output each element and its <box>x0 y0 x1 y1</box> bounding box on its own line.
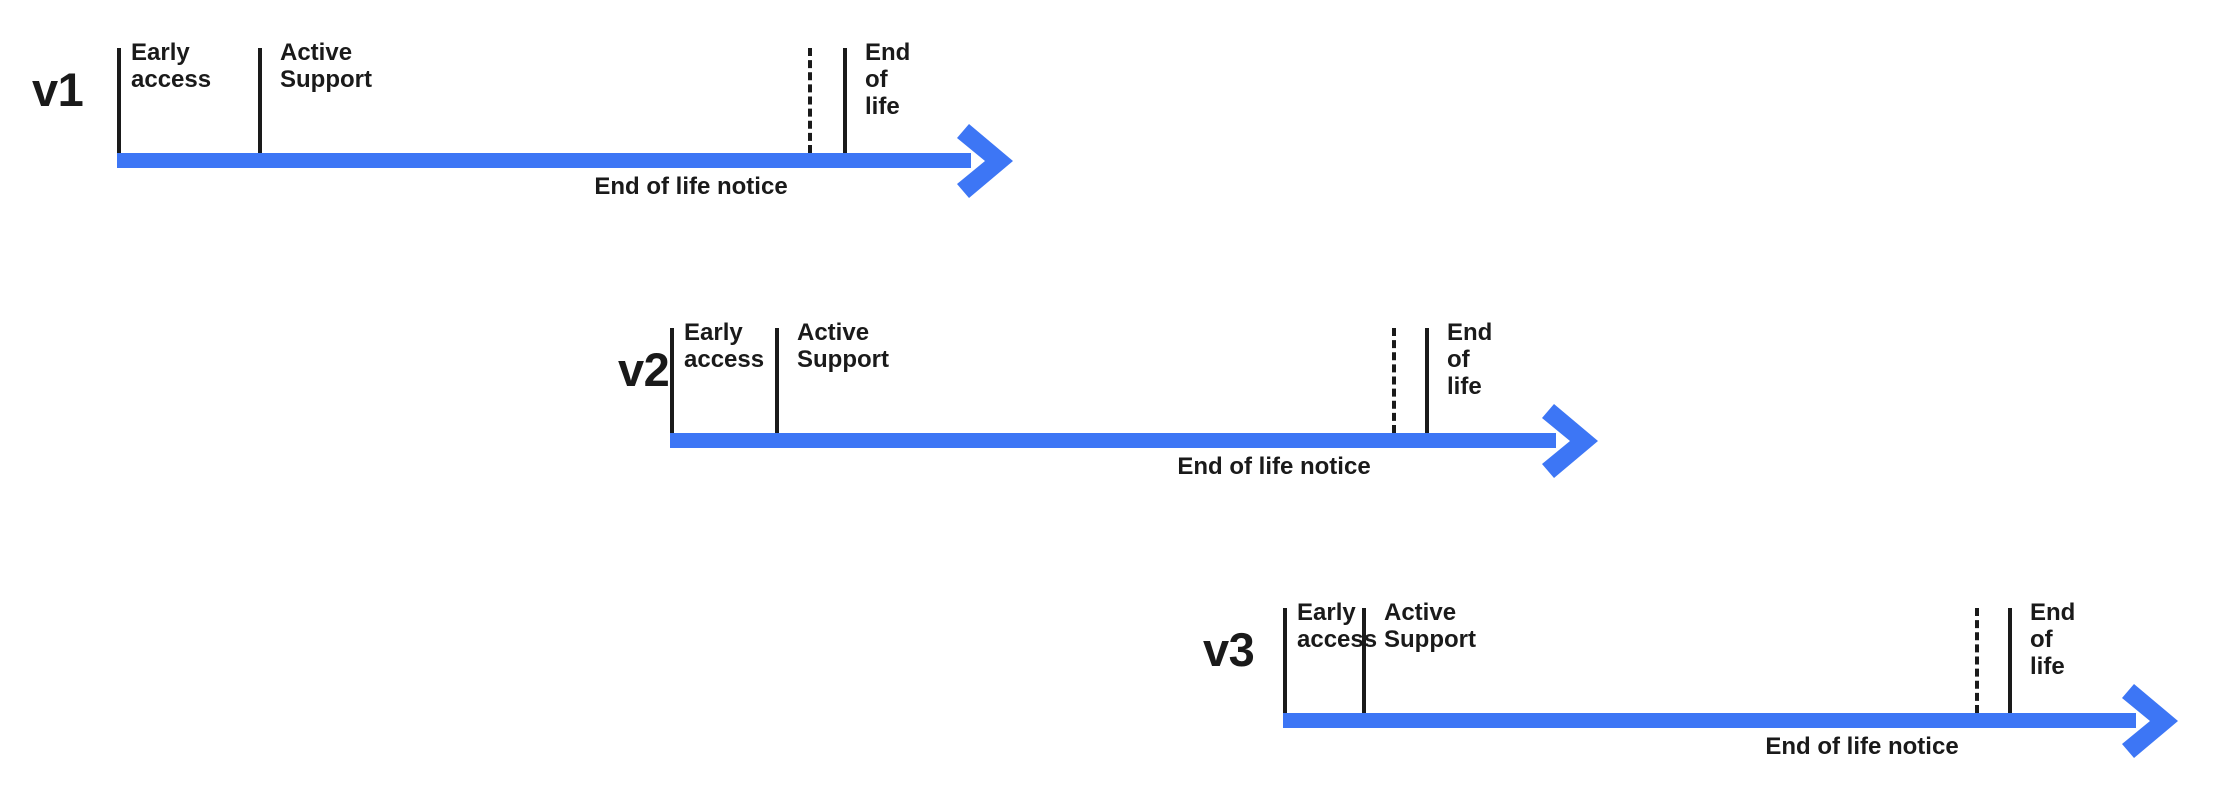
phase-label-1-v1: Early access <box>131 39 212 93</box>
phase-label-3-v1: End of life <box>865 39 911 120</box>
phase-divider-start-v1 <box>117 48 121 153</box>
phase-label-2-v2: Active Support <box>797 319 889 373</box>
timeline-arrow-head-v2 <box>1540 401 1612 481</box>
phase-label-1-v2: Early access <box>684 319 765 373</box>
timeline-bar-v3 <box>1283 713 2136 728</box>
end-of-life-notice-marker-v1 <box>808 48 812 153</box>
phase-divider-start-v2 <box>670 328 674 433</box>
phase-divider-active-support-v2 <box>775 328 779 433</box>
timeline-arrow-head-v3 <box>2120 681 2192 761</box>
timeline-bar-v2 <box>670 433 1556 448</box>
version-label-v2: v2 <box>618 343 670 396</box>
phase-divider-start-v3 <box>1283 608 1287 713</box>
version-label-v1: v1 <box>32 63 84 116</box>
phase-label-2-v1: Active Support <box>280 39 372 93</box>
phase-label-1-v3: Early access <box>1297 599 1378 653</box>
phase-divider-active-support-v3 <box>1362 608 1366 713</box>
phase-label-3-v3: End of life <box>2030 599 2076 680</box>
phase-divider-end-of-life-v1 <box>843 48 847 153</box>
phase-divider-active-support-v1 <box>258 48 262 153</box>
end-of-life-notice-label-v3: End of life notice <box>1765 733 1959 760</box>
timeline-bar-v1 <box>117 153 971 168</box>
phase-label-2-v3: Active Support <box>1384 599 1476 653</box>
phase-divider-end-of-life-v2 <box>1425 328 1429 433</box>
timeline-arrow-head-v1 <box>955 121 1027 201</box>
end-of-life-notice-marker-v3 <box>1975 608 1979 713</box>
phase-divider-end-of-life-v3 <box>2008 608 2012 713</box>
phase-label-3-v2: End of life <box>1447 319 1493 400</box>
end-of-life-notice-label-v2: End of life notice <box>1177 453 1371 480</box>
end-of-life-notice-marker-v2 <box>1392 328 1396 433</box>
version-label-v3: v3 <box>1203 623 1255 676</box>
end-of-life-notice-label-v1: End of life notice <box>594 173 788 200</box>
